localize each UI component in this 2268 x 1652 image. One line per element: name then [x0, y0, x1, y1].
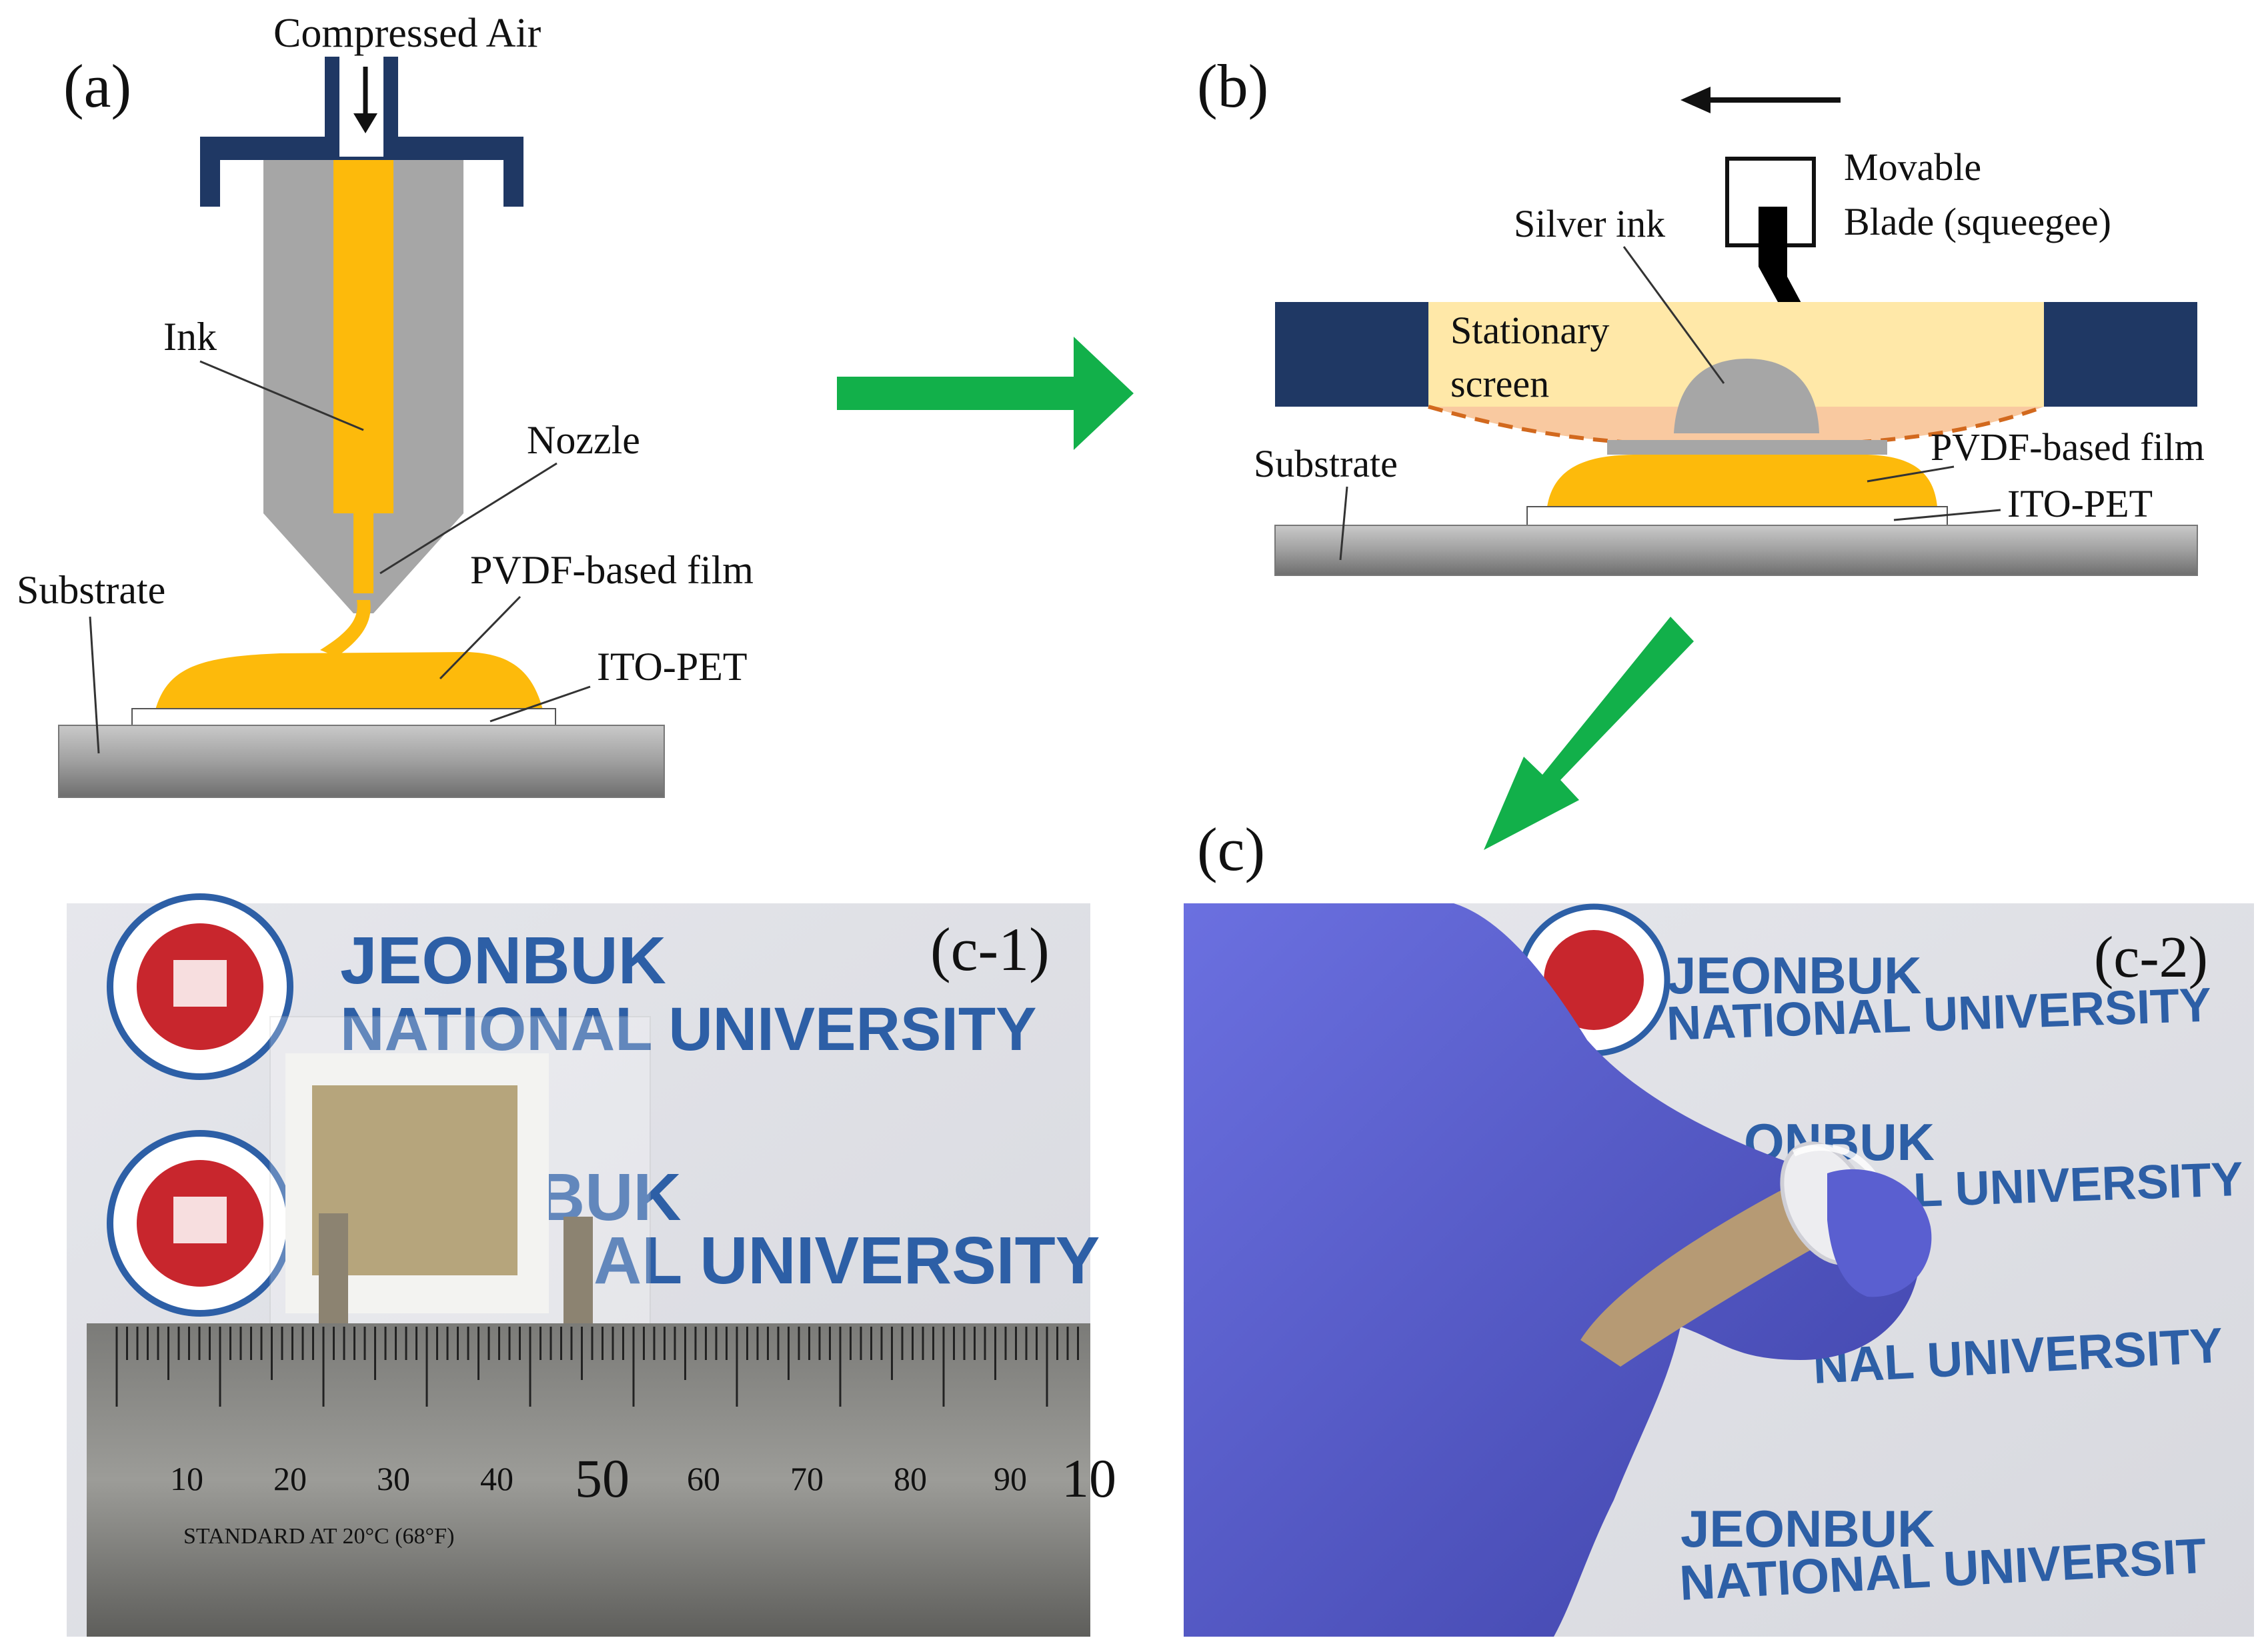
silver-ink-leader [1622, 246, 1725, 384]
ink-label: Ink [163, 315, 217, 359]
c1-univ-line4: AL UNIVERSITY [594, 1223, 1100, 1298]
lead-wire-left [319, 1213, 348, 1330]
substrate-b [1274, 525, 2198, 576]
process-arrow-down-left [1484, 617, 1694, 850]
ito-leader-b [1893, 509, 2001, 521]
silver-ink-dome [1674, 359, 1819, 433]
nozzle-label: Nozzle [527, 418, 640, 462]
c2-univ-line6: JEONBUK [1680, 1499, 1935, 1558]
screen-frame-right [2044, 302, 2197, 407]
pvdf-label-a: PVDF-based film [470, 548, 754, 592]
photo-c2: JEONBUK NATIONAL UNIVERSITY ONBUK L UNIV… [1184, 903, 2254, 1637]
pvdf-label-b: PVDF-based film [1931, 425, 2205, 469]
panel-label-c: (c) [1197, 815, 1265, 883]
ito-pet-a [131, 708, 556, 726]
substrate-label-a: Substrate [17, 568, 165, 612]
ruler-ticks [115, 1327, 1079, 1407]
movable-label: Movable [1844, 145, 1981, 189]
ink-stream [320, 600, 371, 657]
substrate-label-b: Substrate [1254, 442, 1398, 485]
ito-label-b: ITO-PET [2007, 482, 2153, 525]
steel-ruler [87, 1323, 1090, 1637]
c1-univ-line2: NATIONAL UNIVERSITY [340, 995, 1036, 1063]
ruler-number: 10 [170, 1460, 203, 1497]
photo-c1: JEONBUK NATIONAL UNIVERSITY BUK AL UNIVE… [67, 893, 1116, 1637]
printed-silver-layer [1607, 440, 1887, 455]
substrate-leader-b [1339, 486, 1348, 561]
c1-univ-line1: JEONBUK [340, 923, 666, 998]
panel-label-c1: (c-1) [930, 915, 1050, 983]
ruler-number: 80 [894, 1460, 927, 1497]
ito-label-a: ITO-PET [597, 645, 748, 689]
blade-direction-arrow [1680, 87, 1841, 113]
panel-label-c2: (c-2) [2094, 925, 2208, 990]
lead-wire-right [563, 1217, 593, 1330]
substrate-leader-a [89, 616, 100, 754]
nozzle-leader [379, 462, 557, 575]
panel-label-b: (b) [1197, 52, 1268, 120]
screen-label: screen [1450, 362, 1549, 405]
squeegee-blade [1759, 207, 1855, 407]
syringe-cap [200, 137, 523, 207]
panel-label-a: (a) [63, 52, 131, 120]
blade-label: Blade (squeegee) [1844, 200, 2111, 243]
c1-univ-line3: BUK [537, 1160, 682, 1235]
ruler-number: 10 [1062, 1448, 1116, 1509]
ink-leader [199, 360, 364, 431]
ruler-number: 30 [377, 1460, 410, 1497]
university-seal-icon [107, 1130, 293, 1317]
glove-fingertip [1827, 1169, 1932, 1297]
gloved-hand [1184, 903, 1921, 1637]
ruler-numbers: 10 20 30 40 50 60 70 80 90 10 [170, 1448, 1116, 1509]
ruler-number: 20 [273, 1460, 307, 1497]
ruler-standard-text: STANDARD AT 20°C (68°F) [183, 1524, 454, 1549]
ruler-number: 40 [480, 1460, 513, 1497]
stationary-label: Stationary [1450, 309, 1609, 352]
pvdf-leader-b [1867, 465, 1955, 483]
c2-univ-line1: JEONBUK [1667, 946, 1921, 1005]
compressed-air-label: Compressed Air [273, 11, 541, 56]
ruler-number: 70 [790, 1460, 824, 1497]
pvdf-film-a [155, 652, 543, 712]
screen-frame-left [1275, 302, 1428, 407]
air-flow-arrow [353, 67, 377, 133]
substrate-a [58, 725, 665, 798]
ruler-number: 60 [687, 1460, 720, 1497]
pvdf-leader-a [439, 595, 521, 680]
university-seal-icon [107, 893, 293, 1080]
pvdf-film-b [1547, 455, 1937, 507]
panel-b: (b) Movable Blade (squeegee) Silver ink [1197, 52, 2205, 576]
ink-column [333, 160, 393, 513]
panel-a: (a) Compressed Air Ink Nozzle S [17, 11, 754, 798]
c2-univ-line4: L UNIVERSITY [1913, 1153, 2244, 1217]
ruler-number: 50 [575, 1448, 630, 1509]
process-arrow-right [837, 337, 1134, 450]
ito-pet-b [1526, 506, 1948, 526]
ito-leader-a [489, 685, 591, 723]
silver-ink-label: Silver ink [1514, 202, 1665, 245]
ruler-number: 90 [994, 1460, 1027, 1497]
